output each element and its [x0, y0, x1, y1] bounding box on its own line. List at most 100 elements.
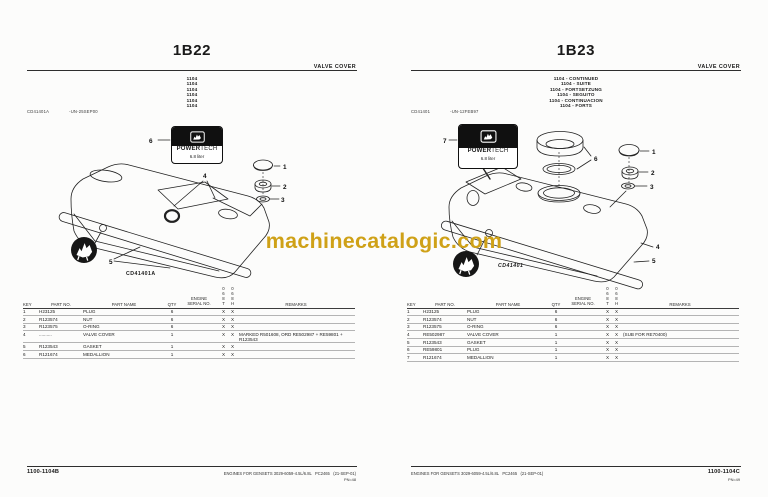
cell-key: 2 — [407, 316, 410, 322]
cell-m2: X — [230, 351, 235, 357]
cell-qty: 6 — [554, 309, 558, 315]
powertech-decal: POWERTECH 6.8 liter — [171, 126, 223, 164]
cell-m1: X — [221, 351, 226, 357]
footer-pn: PN=49 — [727, 477, 740, 482]
powertech-decal: POWERTECH 6.8 liter — [458, 124, 518, 169]
cell-m1: X — [221, 316, 226, 322]
callout-3: 3 — [650, 184, 654, 191]
cell-part_no: R123575 — [39, 324, 58, 330]
cell-part_name: VALVE COVER — [83, 331, 115, 337]
group-code-line: 1104 - FORTSETZUNG — [549, 86, 603, 92]
large-o-ring — [542, 163, 576, 175]
cell-part_name: VALVE COVER — [467, 331, 499, 337]
cell-key: 4 — [23, 331, 26, 337]
image-note: -UN-25SEP00 — [69, 109, 98, 114]
cell-qty: 6 — [170, 309, 174, 315]
figure-caption: CD41401A — [126, 271, 156, 277]
cell-m2: X — [614, 347, 619, 353]
cell-m1: X — [605, 324, 610, 330]
cell-qty: 6 — [554, 316, 558, 322]
parts-table-header: KEY PART NO. PART NAME QTY ENGINE SERIAL… — [407, 286, 739, 309]
cell-part_name: PLUG — [467, 347, 480, 353]
washer-part — [621, 182, 635, 190]
deere-logo-box — [172, 127, 222, 147]
col-qty: QTY — [551, 301, 561, 307]
cell-qty: 1 — [170, 343, 174, 349]
cell-m2: X — [230, 343, 235, 349]
page-code: 1B23 — [556, 42, 596, 59]
group-code-line: 1104 — [186, 97, 198, 103]
deer-logo — [76, 243, 93, 258]
cell-m2: X — [230, 316, 235, 322]
col-part-no: PART NO. — [435, 301, 455, 307]
valve-cover-outline — [70, 163, 270, 279]
cell-qty: 1 — [554, 331, 558, 337]
cell-part_no: R123543 — [39, 343, 58, 349]
cell-m2: X — [230, 324, 235, 330]
page-code: 1B22 — [172, 42, 212, 59]
cell-part_name: NUT — [467, 316, 477, 322]
deere-deer-icon — [480, 130, 496, 143]
group-code-line: 1104 — [186, 81, 198, 87]
footer-doc-line: ENGINES FOR GENSETS 3029-6059-4.5L/6.8L … — [223, 470, 356, 476]
callout-5: 5 — [109, 259, 113, 266]
cell-m1: X — [221, 309, 226, 315]
image-meta: CD41401 -UN-12FEB97 — [411, 109, 479, 114]
engine-size-label: 6.8 liter — [189, 153, 205, 159]
powertech-wordmark: POWERTECH — [467, 148, 509, 155]
col-part-no: PART NO. — [51, 301, 71, 307]
callout-6: 6 — [594, 156, 598, 163]
footer-rule — [27, 466, 357, 467]
col-remarks: REMARKS — [285, 301, 307, 307]
parts-table: KEY PART NO. PART NAME QTY ENGINE SERIAL… — [23, 286, 355, 359]
group-code-line: 1104 - SUITE — [561, 81, 591, 87]
image-id: CD41401A — [27, 109, 50, 114]
cell-key: 5 — [407, 339, 410, 345]
parts-table-header: KEY PART NO. PART NAME QTY ENGINE SERIAL… — [23, 286, 355, 309]
cell-part_name: O-RING — [83, 324, 100, 330]
image-id: CD41401 — [411, 109, 431, 114]
col-remarks: REMARKS — [669, 301, 691, 307]
cell-key: 6 — [23, 351, 26, 357]
section-title: VALVE COVER — [313, 63, 356, 70]
callout-2: 2 — [651, 170, 655, 177]
callout-4: 4 — [656, 244, 660, 251]
callout-1: 1 — [652, 149, 656, 156]
cell-part_name: O-RING — [467, 324, 484, 330]
section-title: VALVE COVER — [697, 63, 740, 70]
parts-table: KEY PART NO. PART NAME QTY ENGINE SERIAL… — [407, 286, 739, 362]
image-meta: CD41401A -UN-25SEP00 — [27, 109, 98, 114]
cell-key: 3 — [407, 324, 410, 330]
valve-cover-outline — [448, 172, 648, 283]
group-code-line: 1104 — [186, 76, 198, 81]
footer-rule — [411, 466, 741, 467]
cell-part_no: R123575 — [423, 324, 442, 330]
callout-5: 5 — [652, 258, 656, 265]
cell-part_name: GASKET — [467, 339, 486, 345]
footer-pn: PN=48 — [343, 477, 356, 482]
header-rule — [27, 70, 357, 71]
cell-part_name: NUT — [83, 316, 93, 322]
callout-2: 2 — [283, 184, 287, 191]
group-code-line: 1104 - CONTINUACION — [549, 97, 603, 103]
header-rule — [411, 70, 741, 71]
cell-m2: X — [230, 309, 235, 315]
callout-1: 1 — [283, 164, 287, 171]
callout-3: 3 — [281, 197, 285, 204]
cell-m2: X — [614, 316, 619, 322]
deere-deer-icon — [189, 131, 205, 143]
deer-logo — [458, 257, 475, 272]
cell-m2: X — [614, 339, 619, 345]
cell-key: 5 — [23, 343, 26, 349]
